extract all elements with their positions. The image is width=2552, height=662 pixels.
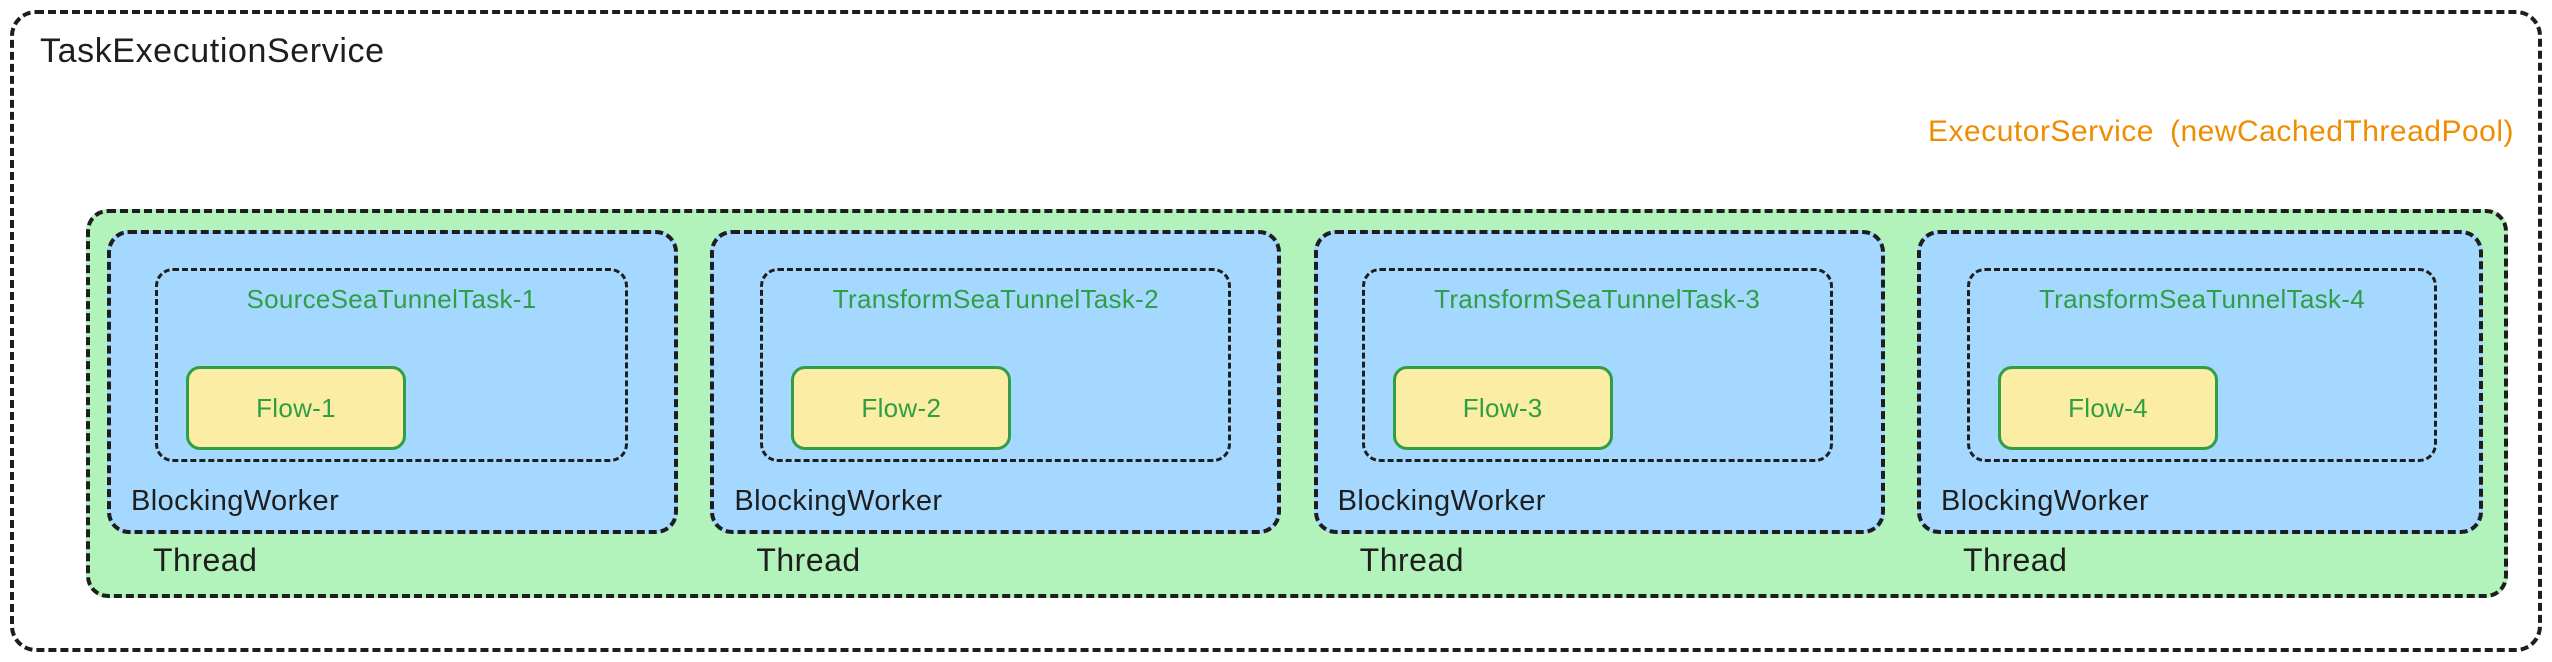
blocking-worker-label-3: BlockingWorker <box>1337 485 1546 517</box>
executor-service-name: ExecutorService <box>1928 115 2154 148</box>
thread-column-4: TransformSeaTunnelTask-4 Flow-4 Blocking… <box>1916 230 2488 602</box>
task-title-4: TransformSeaTunnelTask-4 <box>2038 284 2366 314</box>
blocking-worker-label-4: BlockingWorker <box>1940 485 2150 517</box>
task-box-3: TransformSeaTunnelTask-3 Flow-3 <box>1361 268 1833 462</box>
task-box-2: TransformSeaTunnelTask-2 Flow-2 <box>760 268 1232 462</box>
thread-column-3: TransformSeaTunnelTask-3 Flow-3 Blocking… <box>1313 230 1885 602</box>
task-box-1: SourceSeaTunnelTask-1 Flow-1 <box>155 268 628 462</box>
executor-service-label: ExecutorService (newCachedThreadPool) <box>1928 115 2514 149</box>
flow-label-2: Flow-2 <box>861 392 942 423</box>
thread-column-2: TransformSeaTunnelTask-2 Flow-2 Blocking… <box>710 230 1282 602</box>
blocking-worker-box-2: TransformSeaTunnelTask-2 Flow-2 Blocking… <box>710 230 1282 534</box>
flow-label-4: Flow-4 <box>2068 392 2148 423</box>
task-title-3: TransformSeaTunnelTask-3 <box>1434 284 1761 314</box>
flow-box-4: Flow-4 <box>1997 366 2218 450</box>
flow-box-1: Flow-1 <box>186 366 406 450</box>
blocking-worker-box-4: TransformSeaTunnelTask-4 Flow-4 Blocking… <box>1916 230 2483 534</box>
executor-service-detail: (newCachedThreadPool) <box>2169 115 2514 148</box>
task-box-4: TransformSeaTunnelTask-4 Flow-4 <box>1966 268 2437 462</box>
executor-thread-pool-region: SourceSeaTunnelTask-1 Flow-1 BlockingWor… <box>86 209 2508 598</box>
thread-label-3: Thread <box>1359 542 1465 578</box>
thread-label-4: Thread <box>1962 542 2068 578</box>
flow-label-1: Flow-1 <box>256 392 336 423</box>
thread-label-1: Thread <box>153 542 258 578</box>
blocking-worker-box-3: TransformSeaTunnelTask-3 Flow-3 Blocking… <box>1313 230 1885 534</box>
thread-row: SourceSeaTunnelTask-1 Flow-1 BlockingWor… <box>90 213 2504 594</box>
task-title-2: TransformSeaTunnelTask-2 <box>832 284 1159 314</box>
blocking-worker-label-1: BlockingWorker <box>131 485 340 517</box>
blocking-worker-box-1: SourceSeaTunnelTask-1 Flow-1 BlockingWor… <box>107 230 678 534</box>
thread-column-1: SourceSeaTunnelTask-1 Flow-1 BlockingWor… <box>107 230 678 602</box>
blocking-worker-label-2: BlockingWorker <box>734 485 943 517</box>
page-title: TaskExecutionService <box>40 32 385 70</box>
flow-label-3: Flow-3 <box>1462 392 1543 423</box>
task-execution-service-container <box>10 10 2542 652</box>
flow-box-2: Flow-2 <box>791 366 1012 450</box>
flow-box-3: Flow-3 <box>1392 366 1613 450</box>
task-title-1: SourceSeaTunnelTask-1 <box>246 284 537 314</box>
thread-label-2: Thread <box>756 542 861 578</box>
